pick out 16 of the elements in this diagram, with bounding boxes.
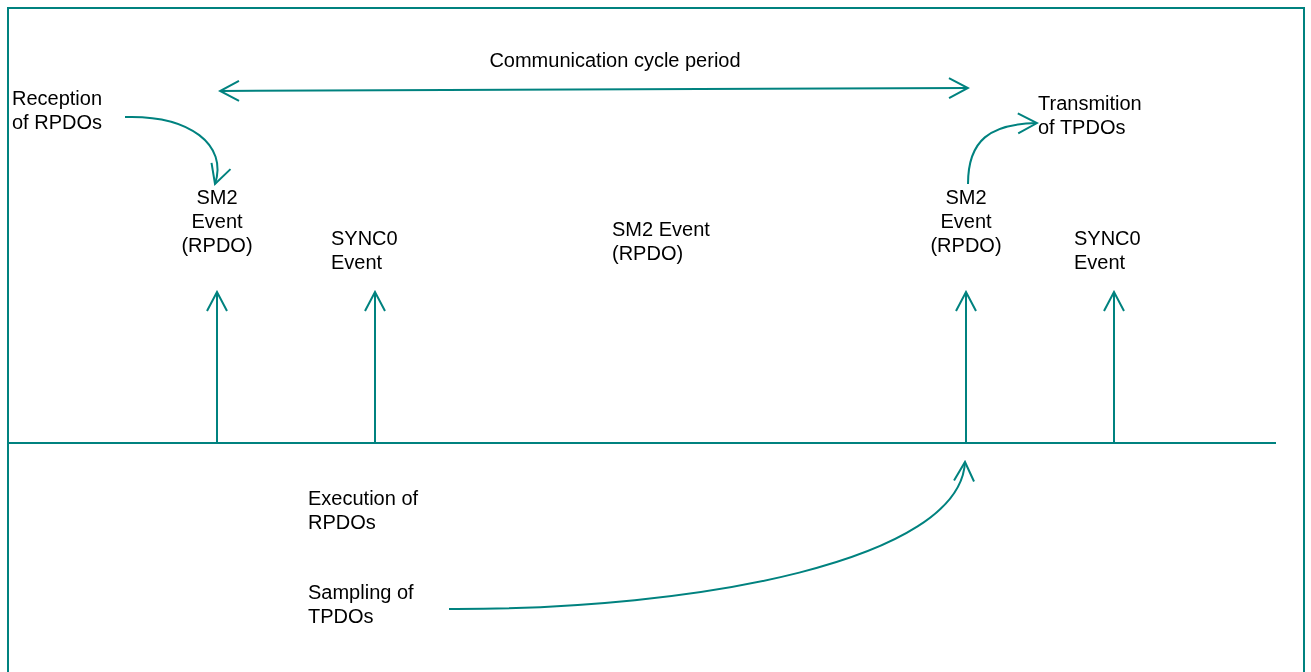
arrow <box>955 291 977 444</box>
event-label: Sampling of TPDOs <box>308 580 448 628</box>
event-label: SM2 Event (RPDO) <box>177 185 257 291</box>
event-label: SM2 Event (RPDO) <box>926 185 1006 291</box>
process-label: Execution of RPDOs <box>308 486 420 534</box>
event-label: Reception of RPDOs <box>12 86 124 134</box>
event-label: Transmition of TPDOs <box>1038 91 1150 139</box>
event-label: SYNC0 Event <box>331 226 421 291</box>
arrow <box>124 116 230 185</box>
arrow <box>967 113 1038 185</box>
arrow <box>1103 291 1125 444</box>
arrow <box>364 291 386 444</box>
arrow <box>206 291 228 444</box>
dimension-label: Communication cycle period <box>488 48 742 72</box>
event-label: SYNC0 Event <box>1074 226 1164 291</box>
event-label: SM2 Event (RPDO) <box>612 217 711 265</box>
